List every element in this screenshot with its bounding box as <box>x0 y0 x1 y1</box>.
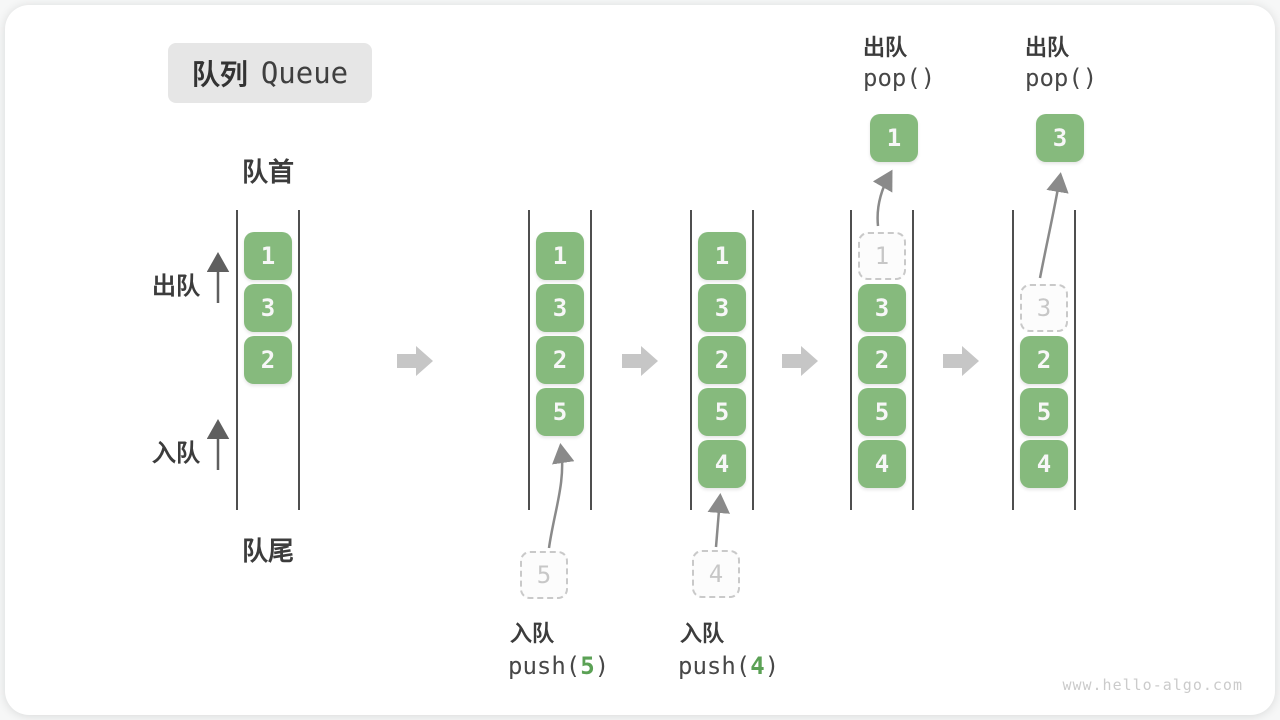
queue-box: 5 <box>1020 388 1068 436</box>
channel-line <box>528 210 530 510</box>
queue-box: 4 <box>858 440 906 488</box>
channel-line <box>752 210 754 510</box>
queue-box: 1 <box>244 232 292 280</box>
channel-line <box>590 210 592 510</box>
channel-line <box>912 210 914 510</box>
dequeue-3-label: 出队 <box>1025 35 1070 60</box>
channel-line <box>298 210 300 510</box>
label-queue-rear: 队尾 <box>242 536 295 566</box>
enqueue-5-code: push(5) <box>508 652 609 680</box>
code-fn: push( <box>678 652 751 680</box>
push-4-arrow <box>707 493 730 548</box>
popped-box: 1 <box>870 114 918 162</box>
queue-box: 3 <box>858 284 906 332</box>
queue-box: 1 <box>536 232 584 280</box>
label-queue-front: 队首 <box>242 157 295 187</box>
title-zh: 队列 <box>191 59 248 90</box>
label-enqueue-side: 入队 <box>152 440 200 467</box>
dequeue-1-code: pop() <box>863 64 936 92</box>
queue-box: 2 <box>244 336 292 384</box>
queue-box: 3 <box>698 284 746 332</box>
title-en: Queue <box>260 56 349 90</box>
flow-arrow-4 <box>943 346 979 376</box>
flow-arrow-2 <box>622 346 658 376</box>
enqueue-4-label: 入队 <box>680 621 725 646</box>
push-5-arrow <box>547 443 575 549</box>
queue-box: 5 <box>858 388 906 436</box>
removed-ghost-box: 1 <box>858 232 906 280</box>
enqueue-5-label: 入队 <box>510 621 555 646</box>
channel-line <box>1012 210 1014 510</box>
popped-box: 3 <box>1036 114 1084 162</box>
incoming-ghost-box: 5 <box>520 551 568 599</box>
title-badge: 队列 Queue <box>168 43 372 103</box>
queue-box: 5 <box>698 388 746 436</box>
code-close: ) <box>764 652 780 680</box>
dequeue-1-label: 出队 <box>863 35 908 60</box>
queue-box: 5 <box>536 388 584 436</box>
dequeue-3-code: pop() <box>1025 64 1098 92</box>
channel-line <box>850 210 852 510</box>
flow-arrow-1 <box>397 346 433 376</box>
channel-line <box>1074 210 1076 510</box>
watermark: www.hello-algo.com <box>1062 676 1243 694</box>
queue-box: 2 <box>858 336 906 384</box>
pop-3-arrow <box>1038 172 1069 279</box>
flow-arrow-3 <box>782 346 818 376</box>
queue-box: 2 <box>536 336 584 384</box>
channel-line <box>690 210 692 510</box>
code-fn: push( <box>508 652 581 680</box>
queue-box: 4 <box>1020 440 1068 488</box>
enqueue-4-code: push(4) <box>678 652 779 680</box>
queue-box: 4 <box>698 440 746 488</box>
incoming-ghost-box: 4 <box>692 550 740 598</box>
queue-box: 3 <box>536 284 584 332</box>
code-close: ) <box>594 652 610 680</box>
code-arg: 5 <box>580 652 595 680</box>
queue-box: 2 <box>698 336 746 384</box>
queue-box: 1 <box>698 232 746 280</box>
queue-box: 3 <box>244 284 292 332</box>
queue-box: 2 <box>1020 336 1068 384</box>
channel-line <box>236 210 238 510</box>
code-arg: 4 <box>750 652 765 680</box>
removed-ghost-box: 3 <box>1020 284 1068 332</box>
label-dequeue-side: 出队 <box>152 273 200 300</box>
pop-1-arrow <box>872 169 893 227</box>
